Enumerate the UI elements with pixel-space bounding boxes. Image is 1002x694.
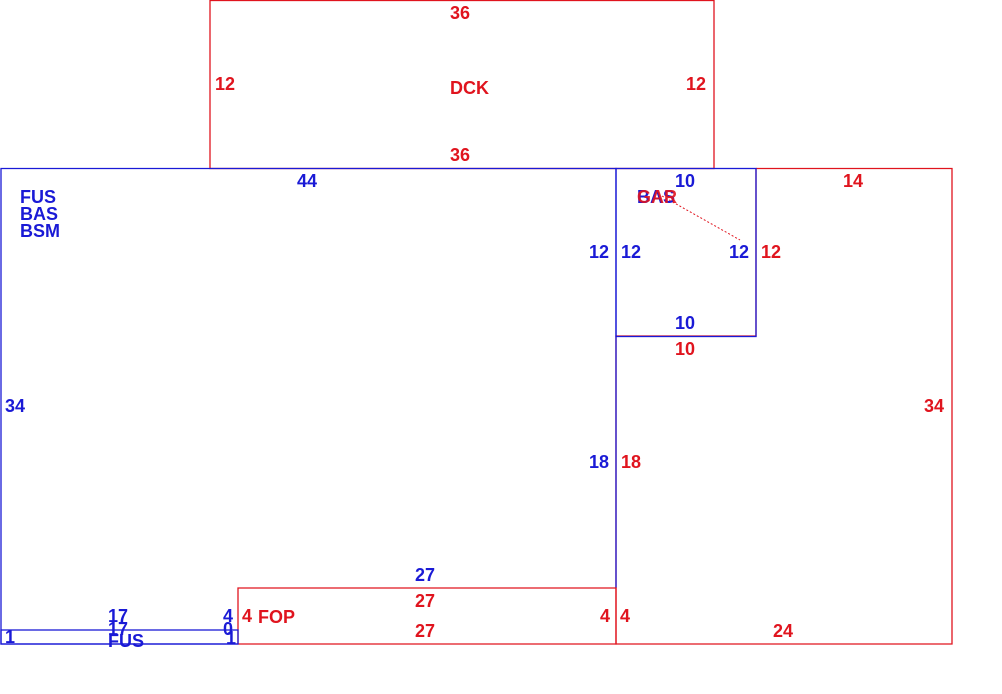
main-body-outline	[0, 167, 617, 645]
dim-bump-left-red: 12	[621, 242, 641, 262]
dim-strip-top: 17	[108, 606, 128, 626]
dim-porch-right-red: 4	[600, 606, 610, 626]
dim-strip-right: 1	[226, 628, 236, 648]
strip-outline	[0, 629, 239, 645]
dim-porch-left-red: 4	[242, 606, 252, 626]
dim-porch-left-blue: 4	[223, 606, 233, 626]
label-leader-line	[661, 195, 741, 241]
dim-bump-bottom-red: 10	[675, 339, 695, 359]
dim-wall-blue: 18	[589, 452, 609, 472]
main-area-code-3: BSM	[20, 221, 60, 241]
porch-label: FOP	[258, 607, 295, 627]
dim-bump-top: 10	[675, 171, 695, 191]
main-area-code-1: FUS	[20, 187, 56, 207]
dim-porch-bottom: 27	[415, 621, 435, 641]
bump-out-outline	[615, 167, 757, 338]
dim-strip-zero: 0	[223, 619, 233, 639]
dim-main-top: 44	[297, 171, 317, 191]
garage-outline	[615, 167, 953, 645]
dim-bump-left-blue: 12	[589, 242, 609, 262]
garage-label: GAR	[637, 187, 677, 207]
dim-deck-bottom: 36	[450, 145, 470, 165]
bump-area-label: BAS	[637, 187, 675, 207]
dim-garage-top: 14	[843, 171, 863, 191]
dim-strip-mid: 17	[108, 619, 128, 639]
dim-porch-top-blue: 27	[415, 565, 435, 585]
dim-bump-right-red: 12	[761, 242, 781, 262]
dim-bump-right-blue: 12	[729, 242, 749, 262]
dim-garage-bottom: 24	[773, 621, 793, 641]
strip-label: FUS	[108, 631, 144, 651]
dim-garage-right: 34	[924, 396, 944, 416]
dim-wall-red: 18	[621, 452, 641, 472]
dim-main-left: 34	[5, 396, 25, 416]
deck-label: DCK	[450, 78, 489, 98]
dim-deck-left: 12	[215, 74, 235, 94]
porch-outline	[237, 587, 617, 645]
dim-strip-left: 1	[5, 627, 15, 647]
dim-porch-right-blue: 4	[620, 606, 630, 626]
dim-deck-right: 12	[686, 74, 706, 94]
dim-deck-top: 36	[450, 3, 470, 23]
dim-porch-top-red: 27	[415, 591, 435, 611]
main-area-code-2: BAS	[20, 204, 58, 224]
dim-bump-bottom-blue: 10	[675, 313, 695, 333]
